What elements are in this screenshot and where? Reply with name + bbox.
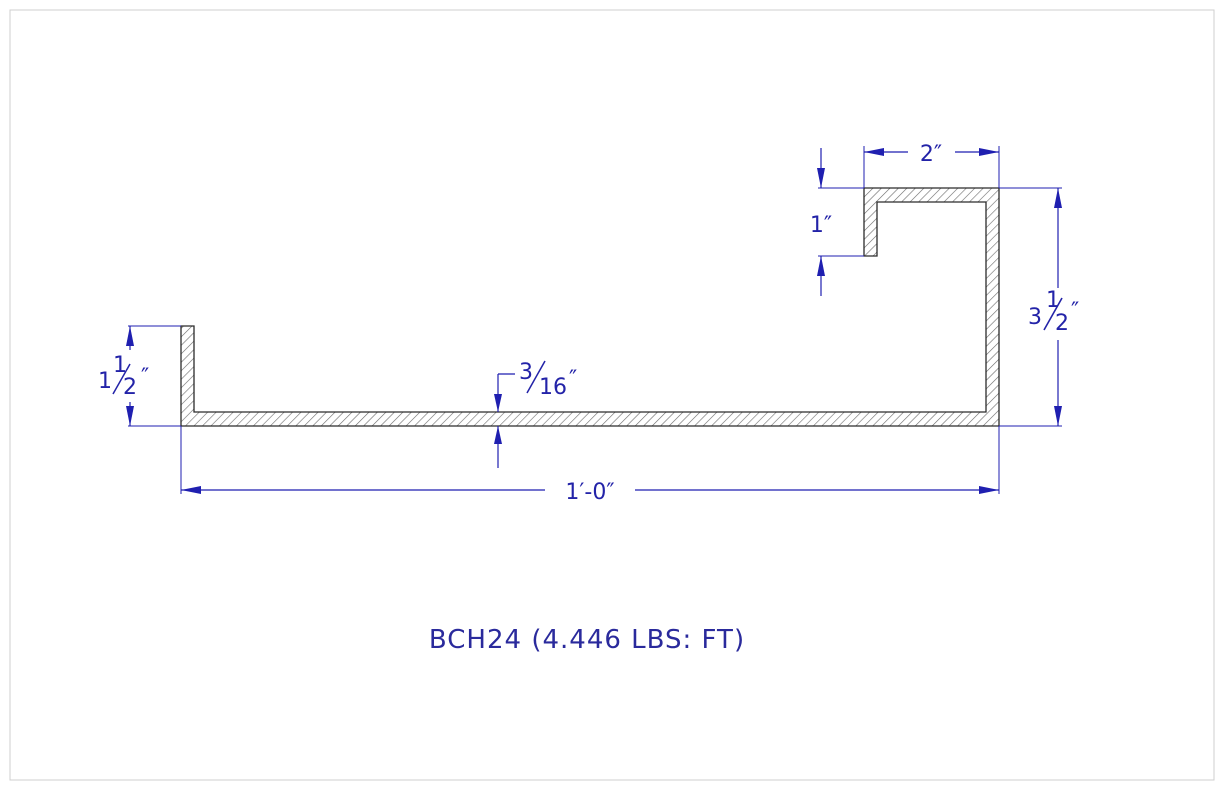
lip-height-dimension [817,148,864,296]
overall-length-label: 1′-0″ [565,480,614,505]
svg-text:2: 2 [1055,311,1069,336]
thickness-label: 3 16 ″ [519,360,577,400]
lip-height-label: 1″ [810,213,832,238]
right-height-label: 3 1 2 ″ [1028,288,1079,336]
svg-text:1: 1 [1046,288,1060,313]
svg-text:″: ″ [141,365,149,390]
left-height-label: 1 1 2 ″ [98,353,149,400]
left-height-dimension [126,325,181,427]
svg-text:1: 1 [113,353,127,378]
top-width-label: 2″ [920,142,942,167]
svg-text:2: 2 [123,375,137,400]
svg-text:″: ″ [1071,299,1079,324]
sheet-border [9,9,1215,781]
thickness-dimension [494,373,515,468]
overall-length-dimension [180,426,1000,494]
svg-text:3: 3 [519,360,533,385]
right-height-dimension [999,187,1062,427]
part-caption: BCH24 (4.446 LBS: FT) [429,625,745,655]
top-width-dimension [863,146,1000,188]
svg-text:3: 3 [1028,305,1042,330]
svg-text:16: 16 [539,375,567,400]
svg-text:″: ″ [569,367,577,392]
svg-text:1: 1 [98,369,112,394]
channel-profile [180,187,1000,427]
